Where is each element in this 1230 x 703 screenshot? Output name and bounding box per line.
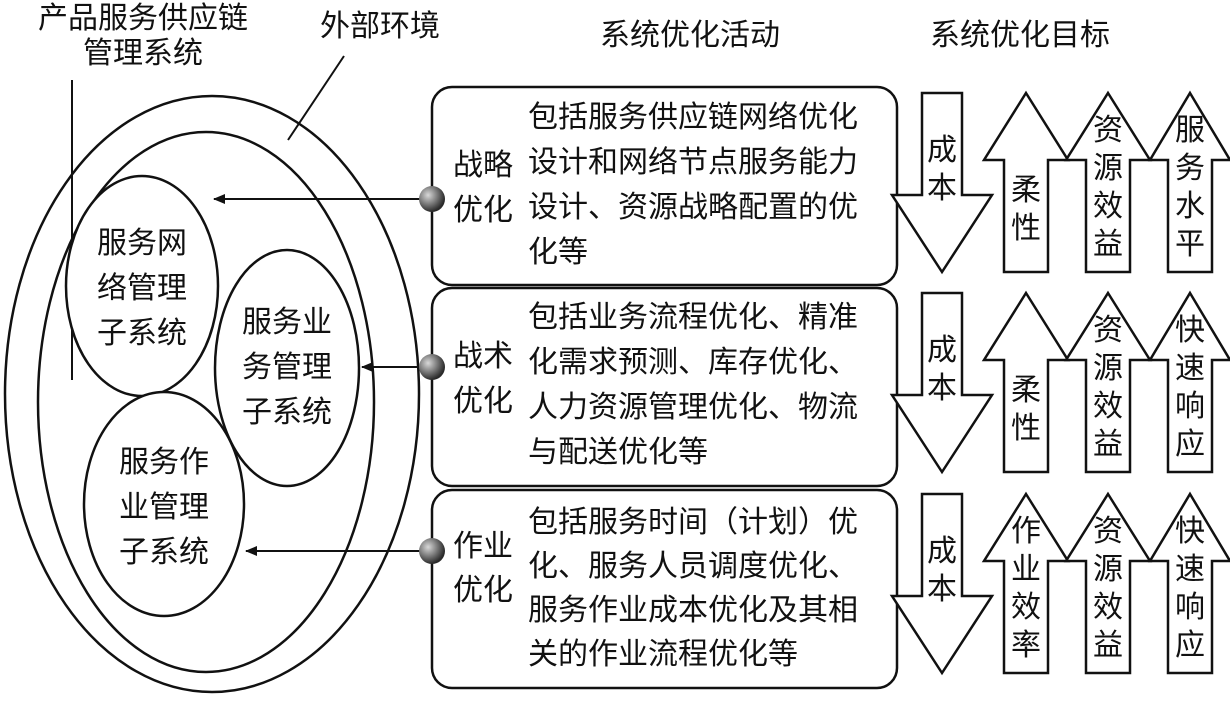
external-env-label: 外部环境 — [320, 9, 440, 44]
up-arrow-goal — [1063, 491, 1153, 675]
activity-desc-line: 人力资源管理优化、物流 — [528, 390, 858, 425]
subsystem-business-label: 服务业 务管理 子系统 — [242, 305, 332, 430]
subsystem-text: 服务网 — [97, 226, 187, 261]
goal-char: 快速响应 — [1175, 514, 1205, 663]
subsystem-operation-label: 服务作 业管理 子系统 — [119, 445, 209, 570]
up-arrow-goal — [1147, 290, 1230, 474]
activity-desc-line: 化、服务人员调度优化、 — [528, 549, 858, 584]
activities-header: 系统优化活动 — [600, 18, 780, 53]
down-arrow-cost — [889, 91, 995, 275]
subsystem-text: 务管理 — [242, 350, 332, 385]
supply-chain-system-ellipse — [36, 130, 376, 674]
activity-desc-line: 包括业务流程优化、精准 — [528, 300, 858, 335]
goal-char: 快速响应 — [1175, 313, 1205, 462]
activity-desc-line: 服务作业成本优化及其相 — [528, 593, 858, 628]
subsystem-text: 络管理 — [97, 271, 187, 306]
activity-desc-line: 化等 — [528, 235, 588, 270]
subsystem-text: 服务作 — [119, 445, 209, 480]
activity-name: 战略 — [453, 148, 513, 183]
system-title-line1: 产品服务供应链 — [38, 1, 248, 36]
activity-name: 优化 — [453, 384, 513, 419]
goal-char: 服务水平 — [1175, 113, 1205, 262]
subsystem-text: 子系统 — [97, 316, 187, 351]
activity-desc-line: 包括服务供应链网络优化 — [528, 100, 858, 135]
activity-name: 优化 — [453, 193, 513, 228]
subsystem-text: 服务业 — [242, 305, 332, 340]
up-arrow-goal — [1063, 290, 1153, 474]
activity-box — [430, 286, 899, 488]
subsystem-text: 子系统 — [119, 535, 209, 570]
subsystem-text: 业管理 — [119, 490, 209, 525]
goals-header: 系统优化目标 — [930, 18, 1110, 53]
subsystem-text: 子系统 — [242, 395, 332, 430]
system-title-line2: 管理系统 — [83, 36, 203, 71]
row-strategic: 战略 优化 包括服务供应链网络优化 设计和网络节点服务能力 设计、资源战略配置的… — [419, 85, 899, 287]
subsystem-operation-ellipse — [82, 390, 246, 618]
goals-row-strategic: 成本 柔性 资源效益 服务水平 — [889, 90, 1230, 275]
goal-char: 资源效益 — [1093, 313, 1123, 462]
goal-char: 柔性 — [1011, 173, 1041, 246]
activity-desc-line: 设计、资源战略配置的优 — [528, 190, 858, 225]
down-arrow-cost — [889, 291, 995, 475]
goals-row-operational: 成本 作业效率 资源效益 快速响应 — [889, 491, 1230, 676]
activity-name: 优化 — [453, 573, 513, 608]
env-leader-line — [287, 55, 345, 141]
sphere-bullet — [419, 186, 445, 212]
subsystem-network-label: 服务网 络管理 子系统 — [97, 226, 187, 351]
goals-row-tactical: 成本 柔性 资源效益 快速响应 — [889, 290, 1230, 475]
goal-char: 资源效益 — [1093, 514, 1123, 663]
sphere-bullet — [419, 538, 445, 564]
up-arrow-goal — [1063, 90, 1153, 274]
goal-char: 成本 — [927, 534, 957, 607]
activity-desc-line: 设计和网络节点服务能力 — [528, 145, 858, 180]
row-operational: 作业 优化 包括服务时间（计划）优 化、服务人员调度优化、 服务作业成本优化及其… — [419, 488, 899, 690]
row-tactical: 战术 优化 包括业务流程优化、精准 化需求预测、库存优化、 人力资源管理优化、物… — [419, 286, 899, 488]
activity-desc-line: 与配送优化等 — [528, 435, 708, 470]
activity-name: 作业 — [453, 529, 513, 564]
sphere-bullet — [419, 354, 445, 380]
outer-environment-ellipse — [3, 94, 421, 694]
goal-char: 成本 — [927, 333, 957, 406]
subsystem-business-ellipse — [213, 248, 361, 488]
up-arrow-goal — [1147, 90, 1230, 274]
activity-desc-line: 化需求预测、库存优化、 — [528, 345, 858, 380]
up-arrow-goal — [1147, 491, 1230, 675]
goal-char: 柔性 — [1011, 373, 1041, 446]
activity-desc-line: 包括服务时间（计划）优 — [528, 505, 858, 540]
down-arrow-cost — [889, 492, 995, 676]
activity-box — [430, 488, 899, 690]
activity-name: 战术 — [453, 339, 513, 374]
activity-desc-line: 关的作业流程优化等 — [528, 637, 798, 672]
goal-char: 成本 — [927, 133, 957, 206]
goal-char: 资源效益 — [1093, 113, 1123, 262]
goal-char: 作业效率 — [1011, 514, 1041, 663]
